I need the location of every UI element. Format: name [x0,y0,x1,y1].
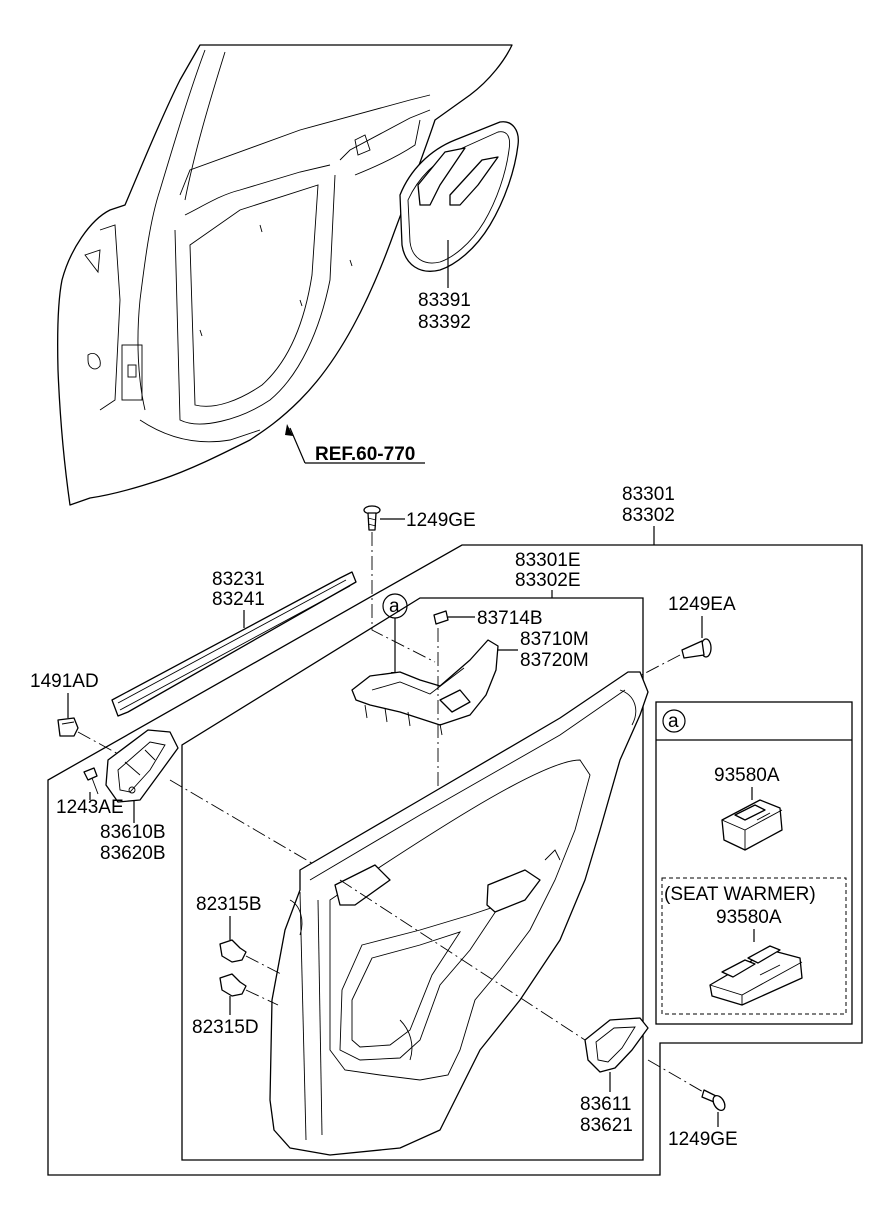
screw-1249ge-bottom [701,1089,726,1112]
label-82315d: 82315D [192,1017,259,1038]
clip-82315d [219,973,247,997]
label-83302e: 83302E [515,570,581,591]
label-83301: 83301 [622,484,675,505]
label-1249ea: 1249EA [668,594,736,615]
screw-1249ge-top [363,505,381,531]
label-1243ae: 1243AE [56,797,124,818]
label-ref-60-770: REF.60-770 [315,444,415,465]
switch-bezel-83710m [351,639,499,736]
assembly-box-83301e [181,597,644,1161]
label-83302: 83302 [622,505,675,526]
label-83710m: 83710M [520,629,589,650]
window-switch-seat-warmer [709,945,803,1006]
pull-handle-83611 [584,1017,649,1073]
dash-1249ea [631,654,681,681]
label-83720m: 83720M [520,650,589,671]
label-1249ge-top: 1249GE [406,510,476,531]
inset-box [655,701,853,1025]
door-inner-panel [56,44,513,506]
window-switch-93580a [721,799,783,851]
label-83241: 83241 [212,589,265,610]
label-83392: 83392 [418,312,471,333]
label-93580a-2: 93580A [716,907,782,928]
dash-pull-handle [339,879,586,1041]
door-hole-cover [399,121,519,272]
dash-handle-83610b [169,779,316,866]
label-83621: 83621 [580,1115,633,1136]
clip-82315b [219,939,247,963]
door-trim-panel [269,671,649,1156]
inside-handle-83610b [105,729,179,803]
inset-marker-circle [662,709,686,733]
dash-82315b [245,955,284,976]
seat-warmer-box [661,877,847,1015]
label-82315b: 82315B [196,894,262,915]
label-1491ad: 1491AD [30,671,99,692]
label-83301e: 83301E [515,550,581,571]
label-93580a-1: 93580A [714,765,780,786]
label-83714b: 83714B [477,608,543,629]
screw-1243ae [83,767,99,795]
screw-1249ea [681,638,712,659]
ref-arrow [289,427,306,464]
dash-1249ge-top [371,532,436,663]
label-seat-warmer: (SEAT WARMER) [664,884,816,905]
callout-a-label: a [389,596,400,617]
clip-83714b [433,610,449,625]
label-83391: 83391 [418,290,471,311]
label-1249ge-bottom: 1249GE [668,1129,738,1150]
dash-82315d [245,989,279,1006]
dash-1491ad [77,731,121,756]
beltline-weatherstrip [111,571,357,717]
dash-1249ge-bottom [647,1059,706,1094]
label-83611: 83611 [580,1094,631,1115]
clip-1491ad [57,717,79,737]
inset-marker: a [668,711,679,732]
label-83620b: 83620B [100,843,166,864]
assembly-box-83301 [47,544,863,1176]
ref-arrowhead [285,424,293,436]
label-83231: 83231 [212,569,265,590]
label-83610b: 83610B [100,822,166,843]
